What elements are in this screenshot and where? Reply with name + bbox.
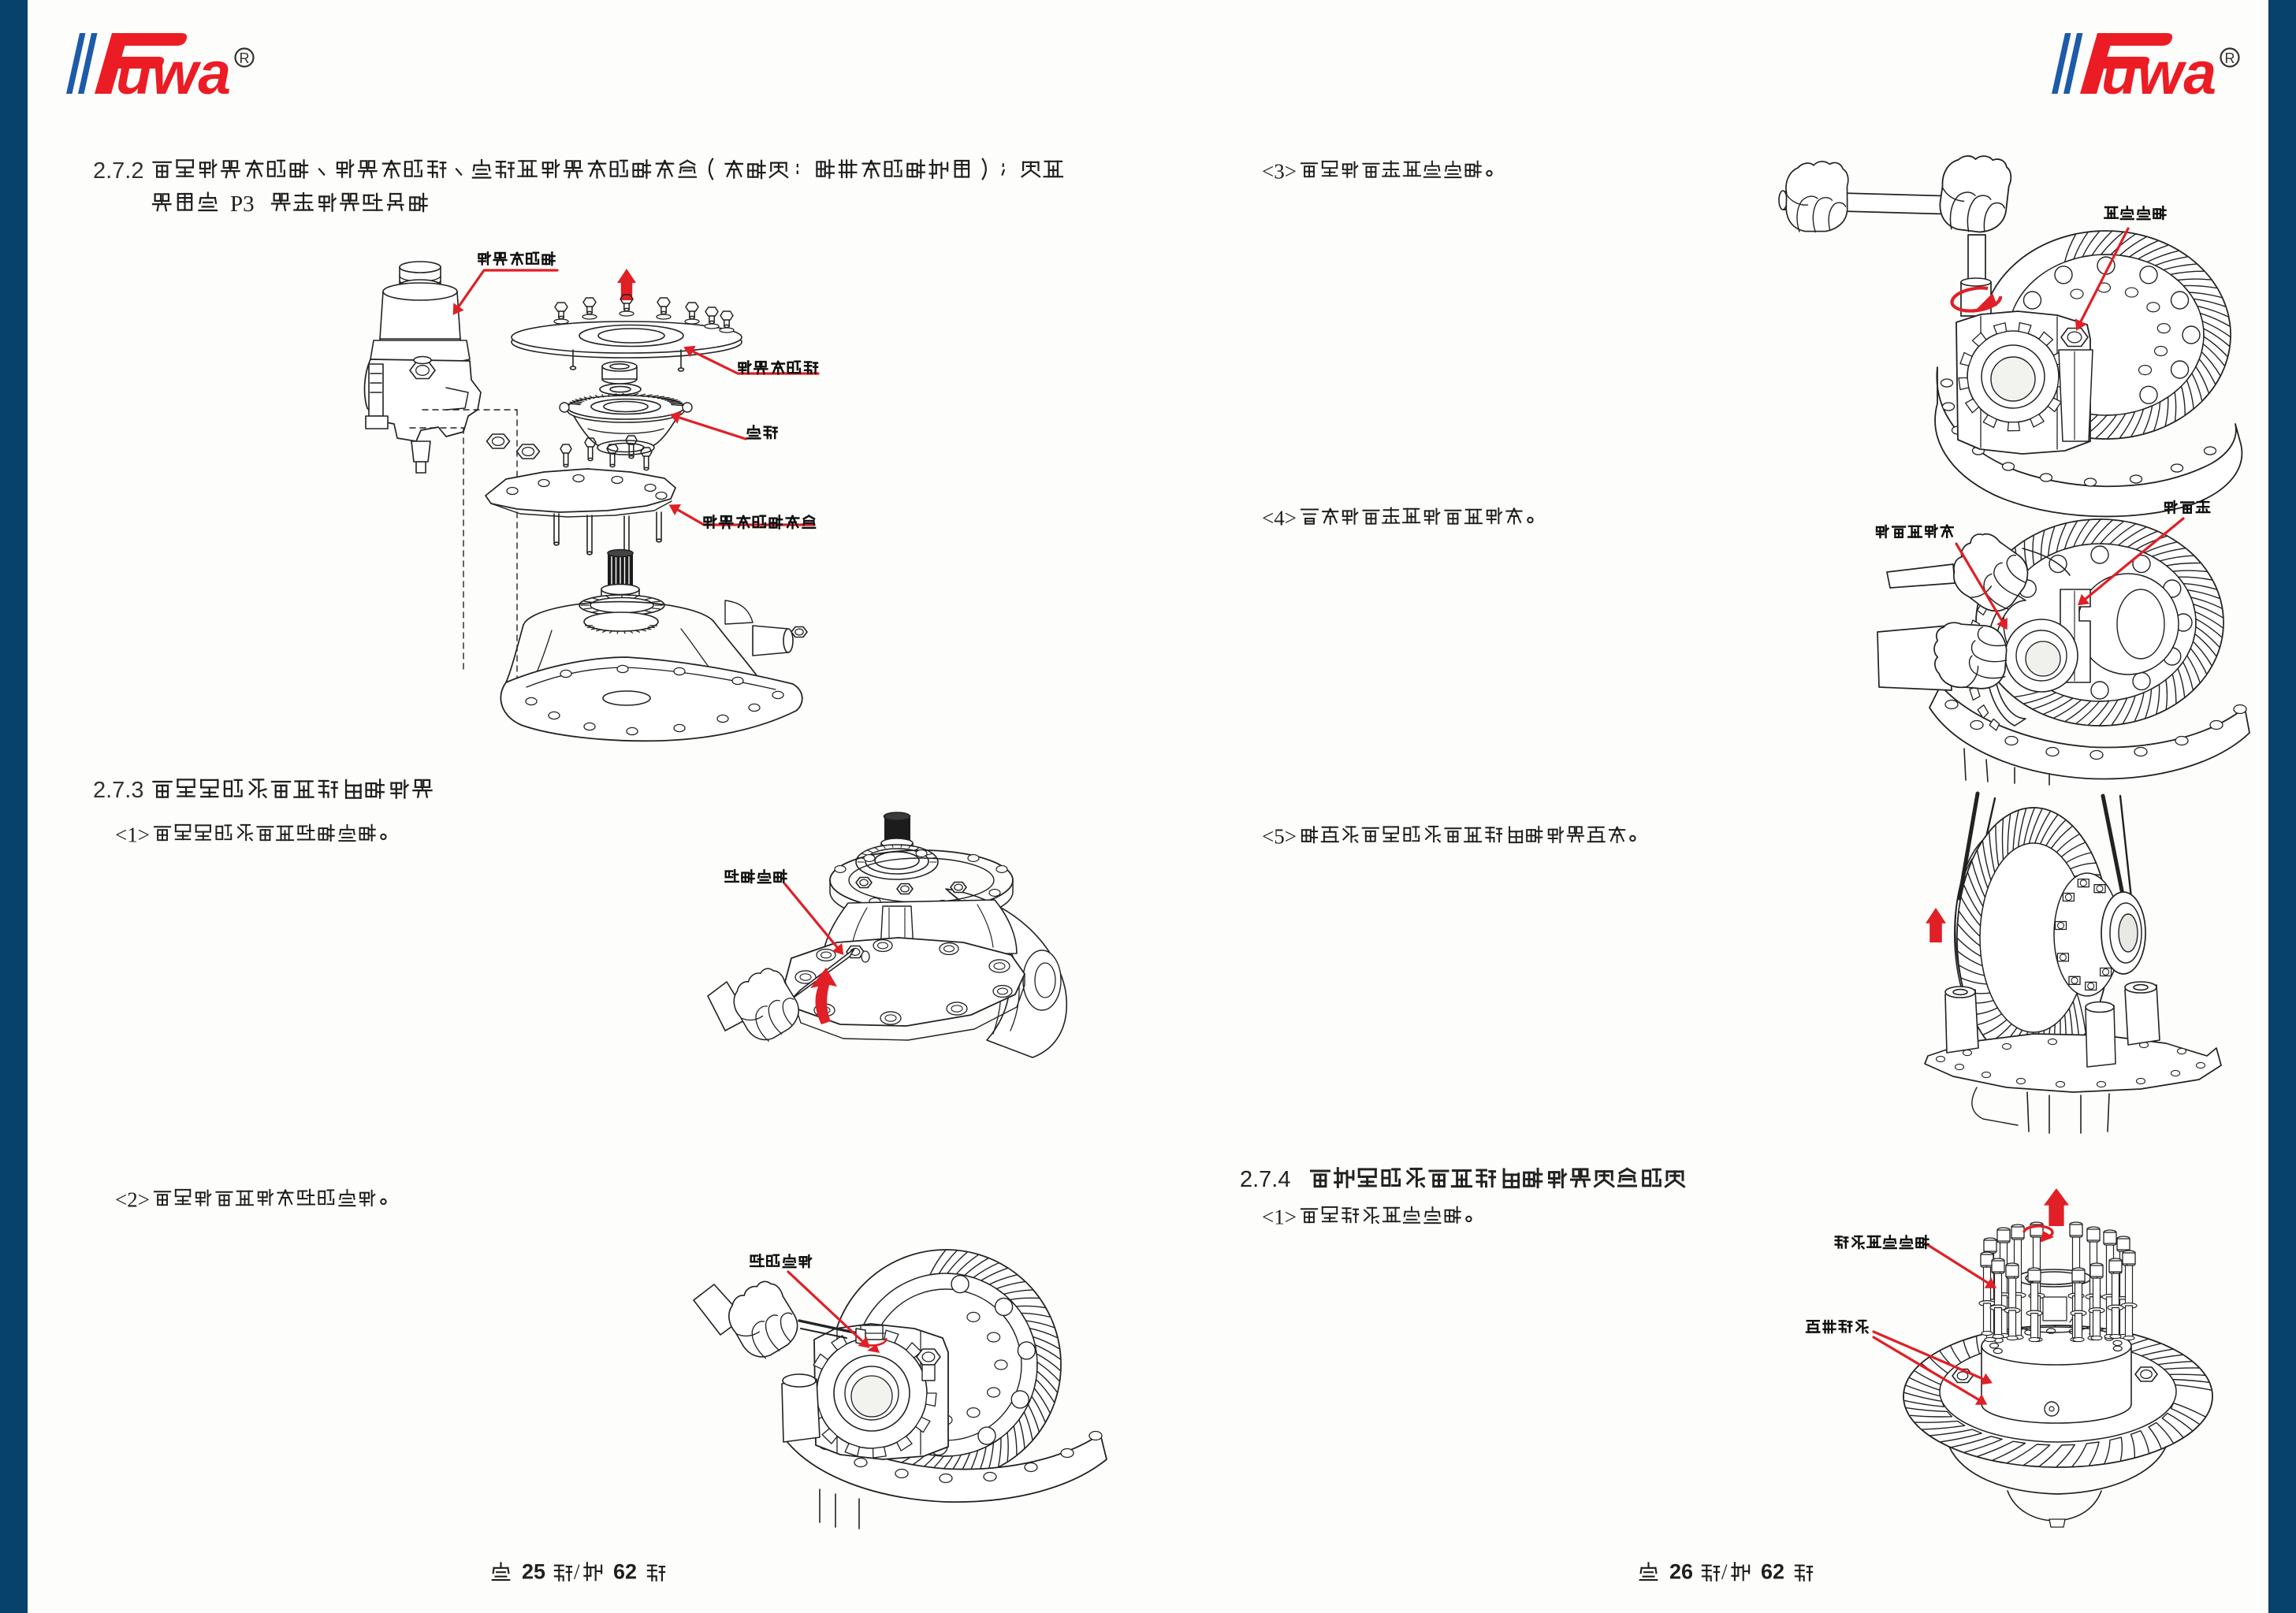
svg-text:62: 62 bbox=[613, 1562, 637, 1583]
svg-text:<3>: <3> bbox=[1262, 162, 1297, 183]
svg-text:2.7.3: 2.7.3 bbox=[93, 779, 143, 803]
svg-text:2.7.2: 2.7.2 bbox=[93, 160, 143, 184]
svg-text:26: 26 bbox=[1669, 1562, 1693, 1583]
svg-text:R: R bbox=[240, 50, 250, 66]
svg-text:P3: P3 bbox=[230, 193, 255, 217]
svg-text:<1>: <1> bbox=[1262, 1207, 1297, 1228]
svg-text:/: / bbox=[574, 1562, 580, 1583]
svg-text:<2>: <2> bbox=[115, 1190, 150, 1211]
svg-text:<1>: <1> bbox=[115, 825, 150, 846]
svg-text:uwa: uwa bbox=[116, 40, 231, 100]
svg-text:2.7.4: 2.7.4 bbox=[1240, 1169, 1290, 1192]
svg-text:62: 62 bbox=[1761, 1562, 1784, 1583]
svg-text:/: / bbox=[1721, 1562, 1728, 1583]
svg-text:<5>: <5> bbox=[1262, 827, 1297, 848]
svg-text:<4>: <4> bbox=[1262, 508, 1297, 530]
svg-text:R: R bbox=[2225, 50, 2235, 66]
svg-text:25: 25 bbox=[522, 1562, 545, 1583]
svg-text:uwa: uwa bbox=[2101, 40, 2216, 100]
